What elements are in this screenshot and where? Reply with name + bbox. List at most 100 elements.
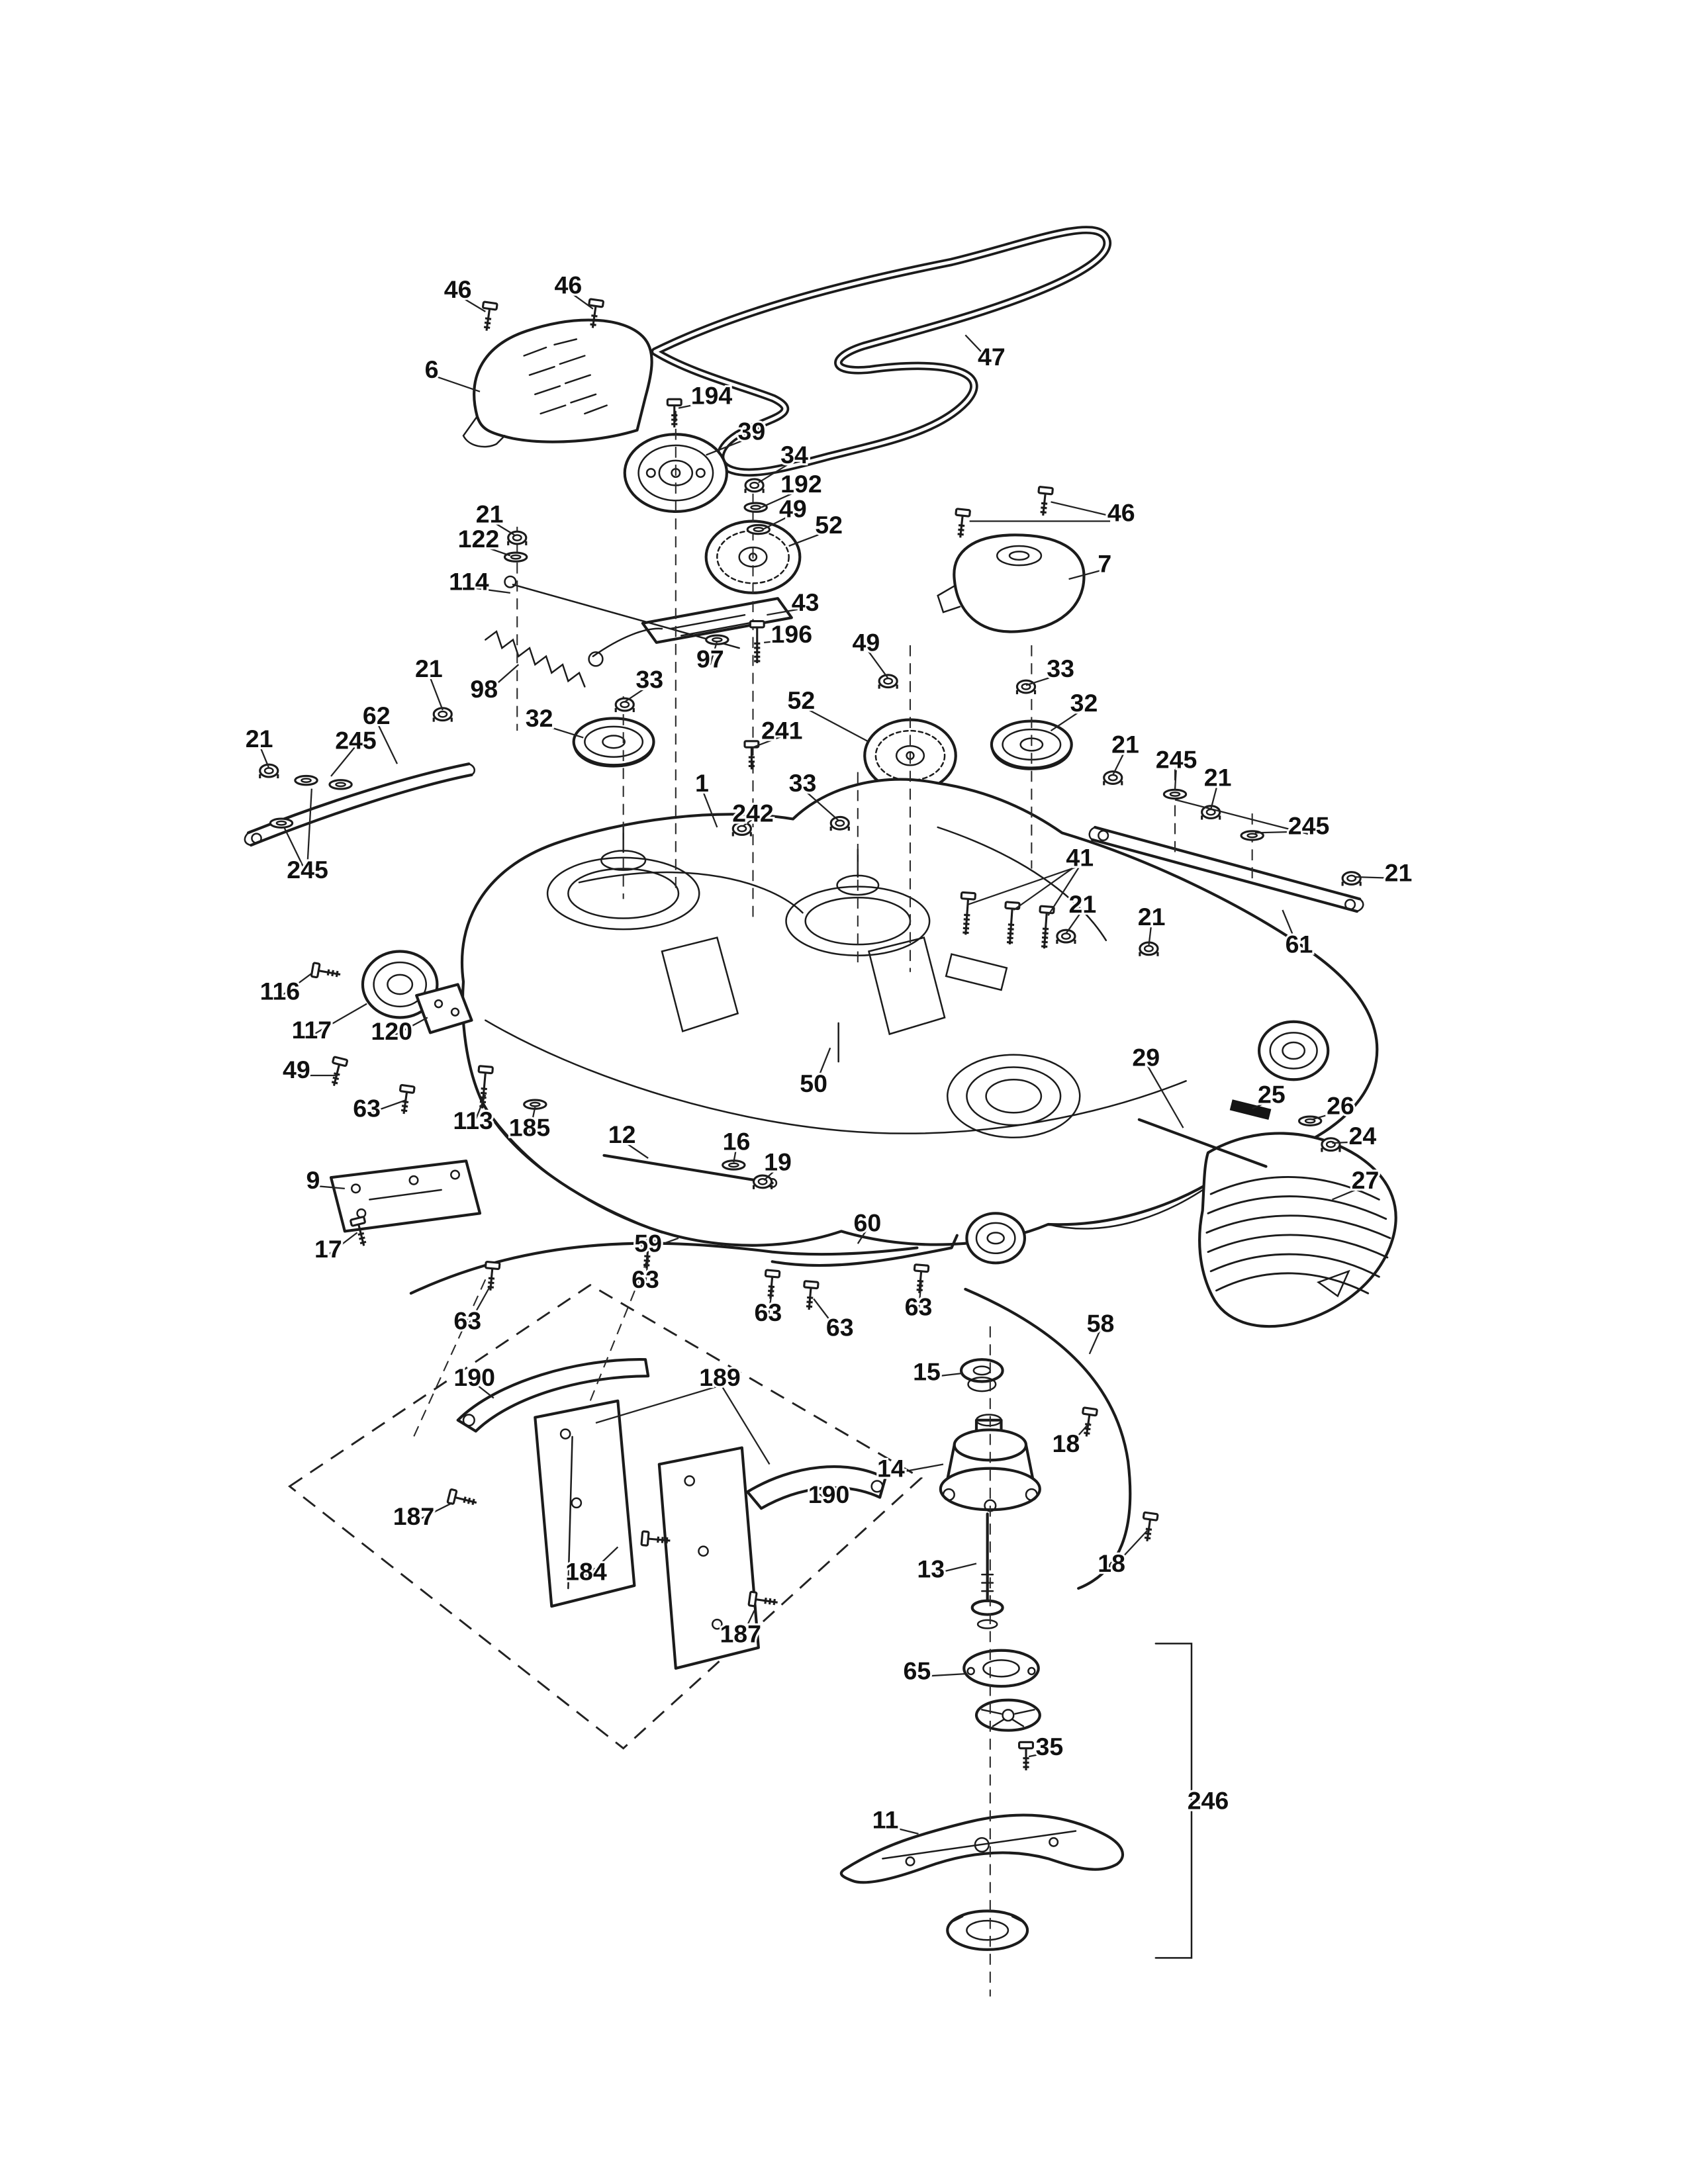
mounting-bracket-9 — [329, 1160, 482, 1233]
callout-label-60: 60 — [854, 1208, 882, 1236]
callout-label-245: 245 — [335, 726, 377, 754]
leader-line-21 — [1065, 909, 1084, 934]
screw-fastener — [350, 1216, 367, 1246]
screw-fastener — [331, 1056, 348, 1087]
callout-label-194: 194 — [691, 381, 733, 409]
callout-label-65: 65 — [904, 1657, 931, 1685]
leader-line-14 — [890, 1463, 944, 1475]
screw-fastener — [1082, 1406, 1098, 1437]
callout-label-63: 63 — [453, 1306, 481, 1334]
callout-label-21: 21 — [415, 655, 443, 682]
screw-fastener — [446, 1488, 477, 1506]
callout-label-46: 46 — [1107, 499, 1135, 527]
callout-label-43: 43 — [792, 588, 820, 616]
spacer-pulley-15 — [960, 1358, 1004, 1392]
leader-line-extra — [968, 865, 1080, 905]
callout-label-29: 29 — [1132, 1043, 1160, 1071]
callout-label-13: 13 — [917, 1555, 945, 1582]
leader-line-33 — [1025, 673, 1061, 686]
callout-label-116: 116 — [260, 977, 301, 1005]
leader-line-246 — [1194, 1799, 1209, 1807]
callout-label-52: 52 — [815, 511, 843, 539]
leader-line-33 — [802, 788, 839, 821]
leader-line-63 — [644, 1257, 649, 1285]
leader-line-241 — [753, 735, 782, 749]
callout-label-189: 189 — [699, 1363, 741, 1391]
callout-label-46: 46 — [444, 275, 472, 303]
leader-line-25 — [1252, 1099, 1272, 1110]
screw-fastener — [1018, 1741, 1034, 1771]
callout-label-49: 49 — [283, 1056, 310, 1083]
leader-line-13 — [930, 1563, 977, 1576]
nut-fastener — [432, 707, 453, 722]
callout-label-122: 122 — [458, 525, 500, 553]
nut-fastener — [1341, 871, 1362, 886]
callout-label-7: 7 — [1098, 550, 1111, 578]
leader-line-21 — [258, 744, 270, 768]
leader-line-21 — [1354, 876, 1399, 880]
leader-line-9 — [312, 1185, 345, 1189]
leader-line-52 — [800, 705, 870, 743]
leader-line-242 — [743, 818, 754, 827]
gauge-wheel-rear-center — [965, 1212, 1026, 1265]
leader-line-63 — [467, 1281, 493, 1327]
leader-line-190 — [473, 1382, 494, 1399]
leader-line-46 — [567, 290, 594, 310]
leader-line-35 — [1028, 1751, 1050, 1758]
leader-line-18 — [1111, 1529, 1149, 1570]
leader-line-12 — [621, 1139, 649, 1159]
leader-line-245 — [283, 827, 308, 876]
callout-label-18: 18 — [1053, 1430, 1080, 1457]
callout-label-21: 21 — [476, 500, 504, 528]
callout-label-192: 192 — [780, 470, 822, 498]
leader-line-15 — [926, 1372, 963, 1379]
callout-label-117: 117 — [292, 1016, 332, 1044]
washer-fastener — [294, 774, 318, 786]
washer-fastener — [746, 523, 771, 535]
callout-label-185: 185 — [509, 1114, 551, 1142]
callout-label-9: 9 — [306, 1166, 320, 1194]
nut-fastener — [614, 697, 635, 713]
leader-line-46 — [1051, 501, 1122, 520]
leader-line-116 — [279, 972, 312, 998]
mower-blade-11 — [839, 1813, 1125, 1884]
leader-line-49 — [865, 647, 889, 679]
washer-fastener — [269, 817, 294, 829]
nut-fastener — [1321, 1137, 1341, 1152]
callout-label-1: 1 — [695, 769, 709, 797]
nut-fastener — [878, 674, 898, 689]
callout-label-21: 21 — [1138, 903, 1166, 931]
screw-fastener — [481, 300, 498, 331]
leader-line-33 — [624, 684, 650, 703]
leader-line-59 — [647, 1237, 679, 1250]
callout-label-52: 52 — [788, 686, 816, 714]
drive-belt — [651, 226, 1111, 477]
bolt-fastener — [960, 891, 976, 935]
leader-line-32 — [539, 723, 584, 739]
nut-fastener — [1103, 770, 1123, 786]
lift-arm-left-190 — [456, 1358, 650, 1433]
leader-line-52 — [788, 530, 829, 547]
callout-label-245: 245 — [1288, 811, 1330, 839]
leader-line-194 — [678, 400, 712, 409]
leader-line-185 — [528, 1107, 536, 1134]
screw-fastener — [640, 1530, 671, 1547]
callout-label-18: 18 — [1098, 1549, 1125, 1577]
callout-label-63: 63 — [905, 1293, 933, 1321]
callout-label-242: 242 — [732, 799, 774, 827]
idler-arm-assembly — [485, 575, 793, 688]
leader-line-61 — [1282, 909, 1300, 950]
callout-label-21: 21 — [1111, 731, 1139, 758]
callout-label-21: 21 — [246, 725, 273, 752]
nut-fastener — [744, 478, 765, 493]
leader-line-97 — [709, 641, 718, 665]
leader-line-19 — [763, 1167, 778, 1181]
screw-fastener — [310, 962, 341, 979]
screw-fastener — [1037, 486, 1054, 516]
leader-line-47 — [964, 334, 992, 363]
leader-line-43 — [767, 607, 806, 616]
callout-label-187: 187 — [393, 1502, 435, 1530]
leader-line-39 — [706, 436, 752, 456]
leader-line-245 — [330, 745, 357, 777]
callout-label-6: 6 — [425, 355, 439, 383]
